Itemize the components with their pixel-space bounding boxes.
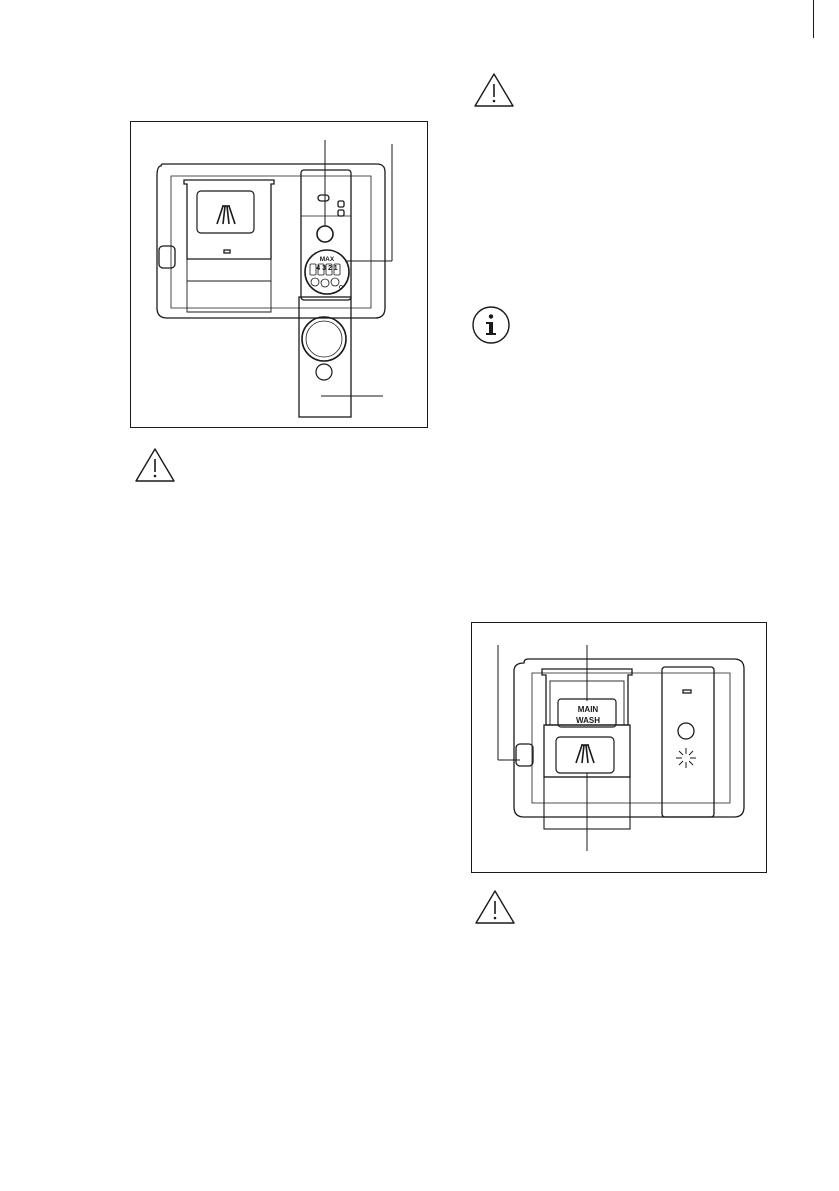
detergent-rays-icon [576, 745, 594, 763]
figure2-drawing: MAIN WASH [472, 623, 766, 872]
warning-triangle-icon [134, 447, 176, 483]
wash-label: WASH [576, 716, 600, 725]
dial-scale-label: 4 3 2 1 [316, 265, 338, 272]
warning-triangle-icon [473, 72, 515, 108]
sparkle-icon [676, 748, 696, 768]
page-edge-line [813, 0, 814, 38]
main-label: MAIN [578, 705, 599, 714]
figure-dispenser-rinse-aid: MAX 4 3 2 1 [130, 121, 428, 428]
figure1-drawing: MAX 4 3 2 1 [131, 122, 427, 427]
info-circle-icon [471, 305, 511, 345]
figure-detergent-dispenser: MAIN WASH [471, 622, 767, 873]
dial-max-label: MAX [320, 256, 335, 263]
warning-triangle-icon [474, 889, 516, 925]
detergent-rays-icon [217, 206, 235, 224]
